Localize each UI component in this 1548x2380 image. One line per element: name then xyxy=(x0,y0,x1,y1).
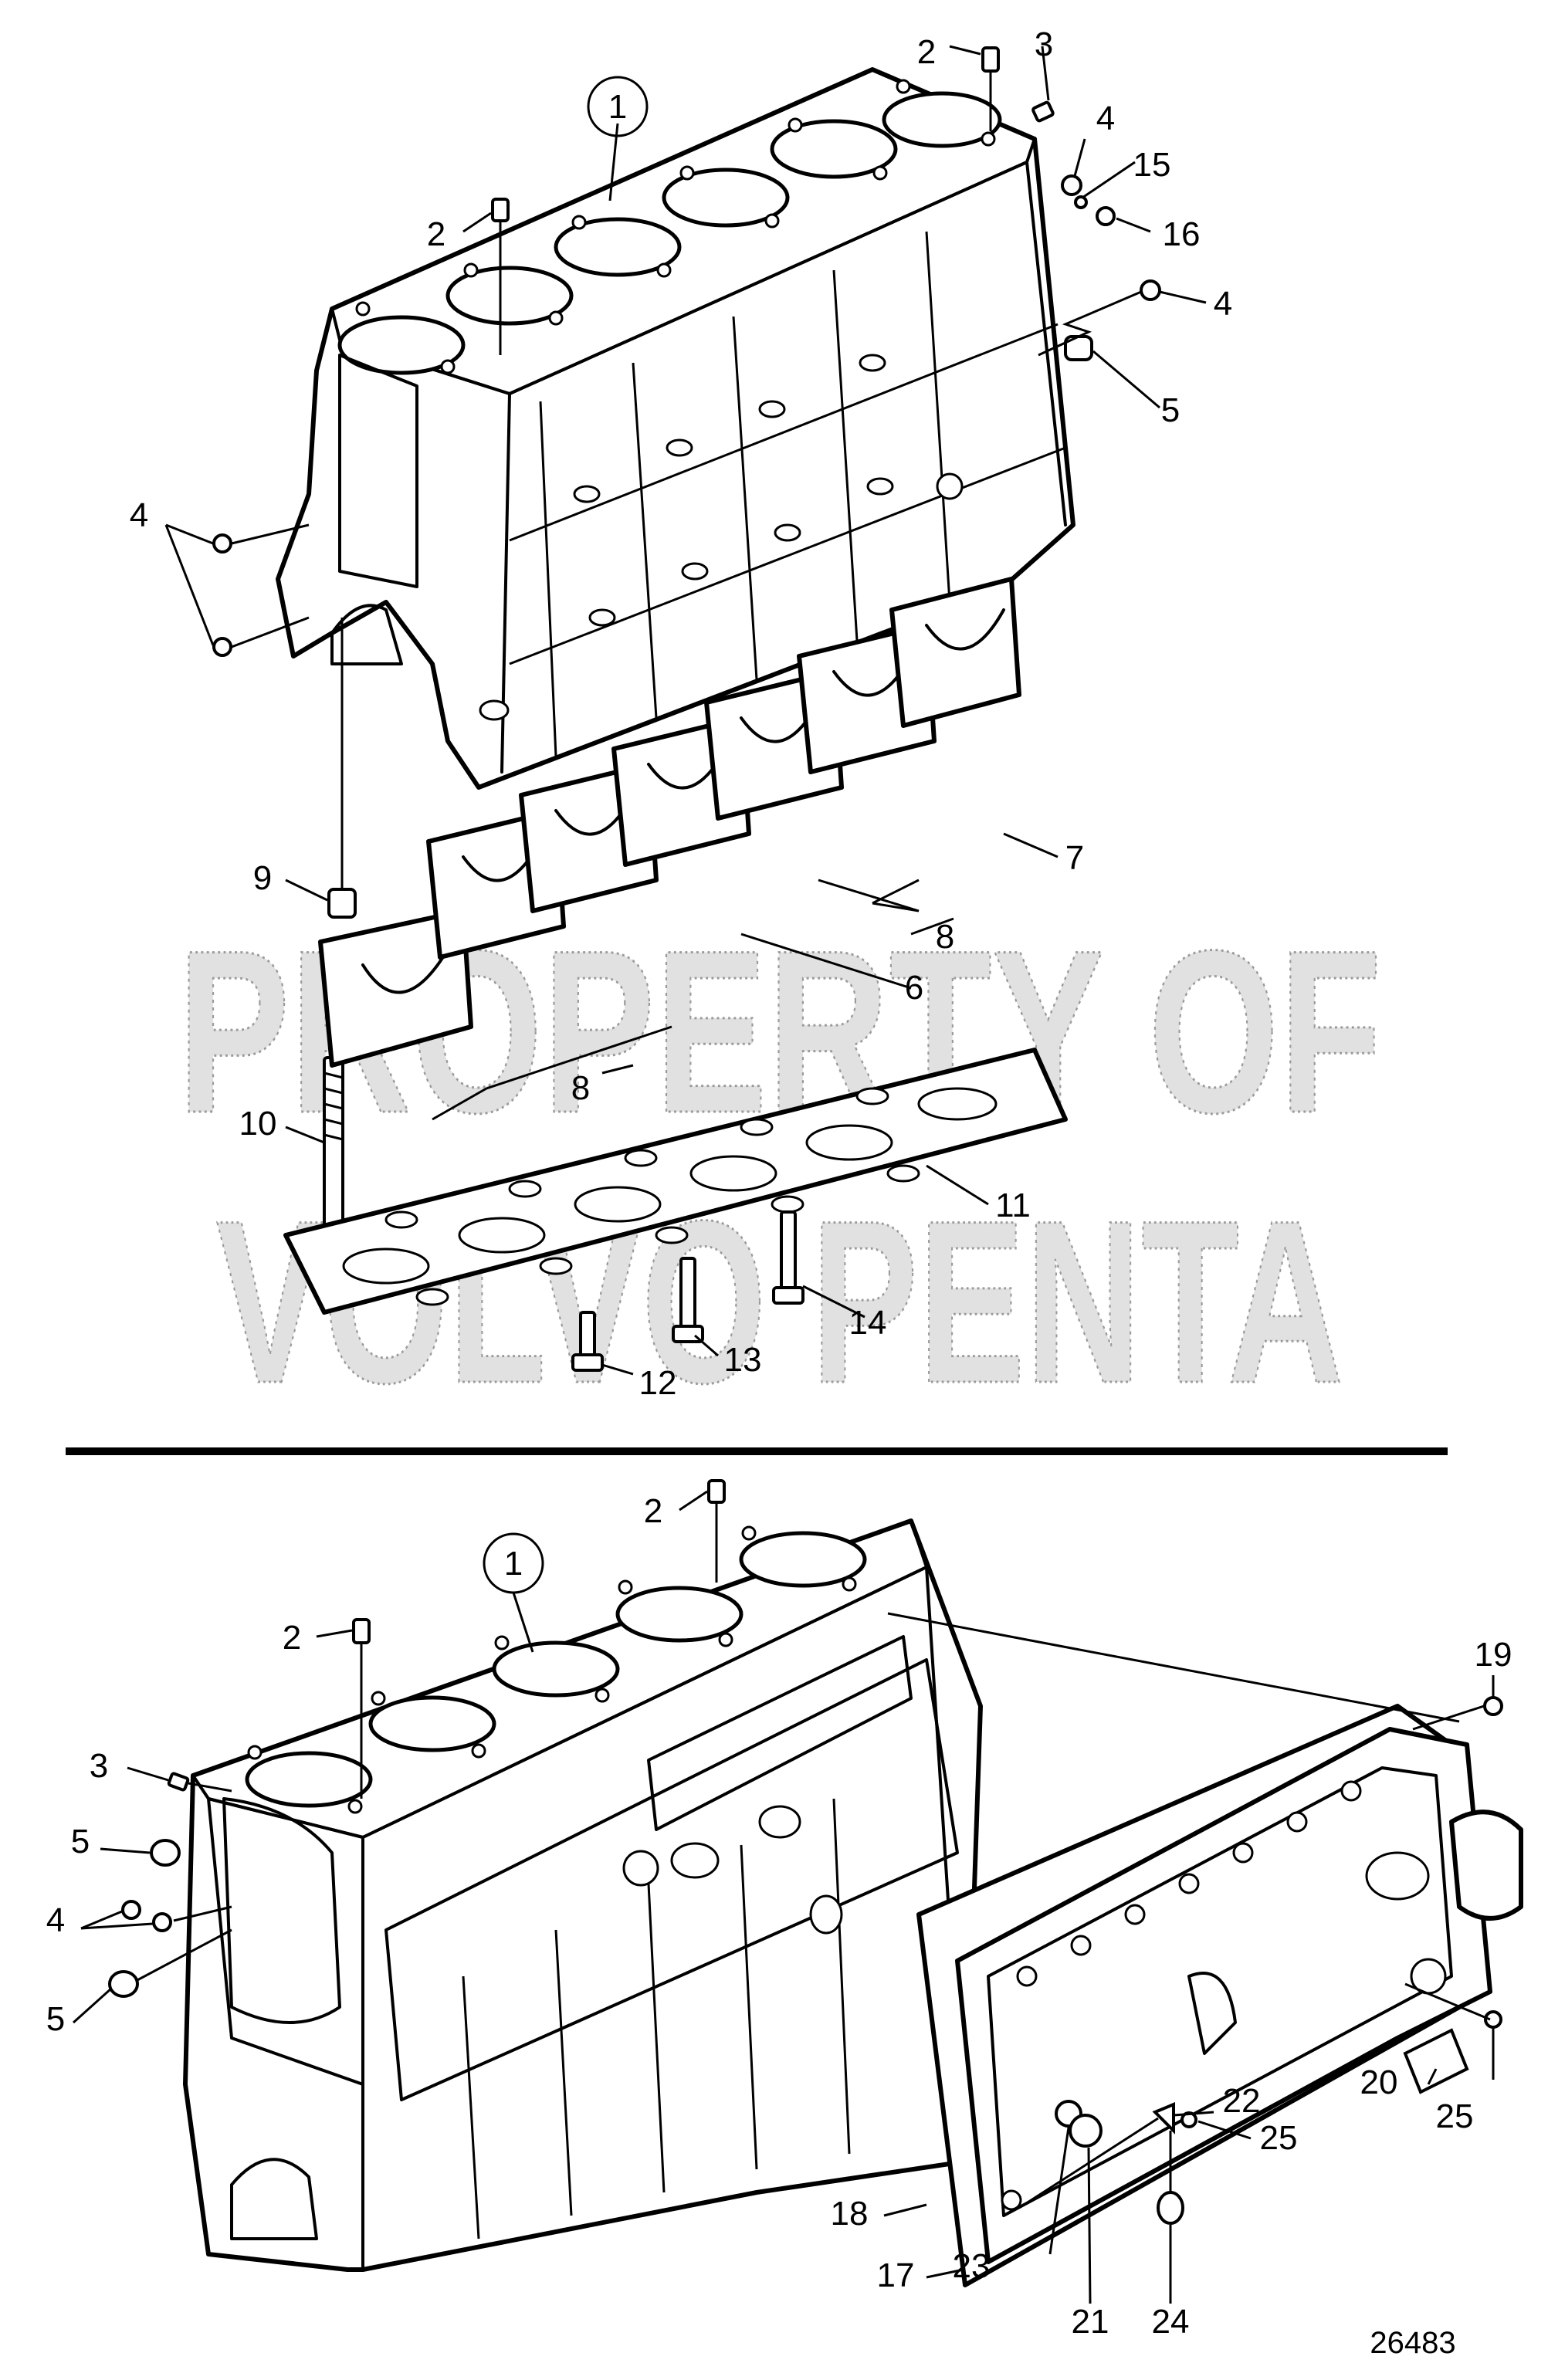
callout-bottom-1: 1 xyxy=(504,1545,523,1583)
callout-bottom-2b: 2 xyxy=(283,1619,301,1657)
callout-top-1: 1 xyxy=(608,88,627,126)
callout-top-16: 16 xyxy=(1163,215,1201,253)
callout-top-11: 11 xyxy=(995,1187,1031,1224)
top-bolts-12-14 xyxy=(571,1210,804,1372)
callout-top-2a: 2 xyxy=(917,33,936,71)
callout-top-8a: 8 xyxy=(936,918,954,956)
callout-top-5: 5 xyxy=(1161,391,1180,429)
callout-top-12: 12 xyxy=(639,1364,677,1402)
callout-bottom-25a: 25 xyxy=(1260,2119,1298,2157)
callout-bottom-25b: 25 xyxy=(1436,2097,1474,2135)
callout-bottom-18: 18 xyxy=(831,2195,869,2233)
illustration-reference-number: 26483 xyxy=(1370,2326,1455,2360)
callout-bottom-17: 17 xyxy=(877,2256,915,2294)
callout-bottom-5a: 5 xyxy=(71,1823,90,1860)
callout-top-4b: 4 xyxy=(1214,285,1232,323)
callout-top-7: 7 xyxy=(1065,839,1084,877)
callout-top-15: 15 xyxy=(1133,146,1171,184)
bottom-callouts: 1 2 2 3 5 4 5 19 18 17 22 25 20 25 23 21… xyxy=(46,1492,1512,2341)
callout-bottom-24: 24 xyxy=(1152,2303,1190,2341)
callout-bottom-22: 22 xyxy=(1223,2082,1261,2120)
callout-top-4c: 4 xyxy=(130,496,148,534)
top-gasket-plate xyxy=(283,1048,1068,1315)
callout-top-2b: 2 xyxy=(427,215,445,253)
bottom-leader-lines xyxy=(72,1490,1495,2304)
callout-bottom-4: 4 xyxy=(46,1901,65,1939)
callout-top-4a: 4 xyxy=(1096,100,1115,137)
callout-top-6: 6 xyxy=(905,969,923,1007)
top-leader-lines xyxy=(164,45,1207,1376)
top-callouts: 1 2 2 3 4 15 16 4 5 4 7 8 9 6 8 10 11 14… xyxy=(130,25,1232,1402)
callout-bottom-3: 3 xyxy=(90,1747,108,1785)
callout-bottom-23: 23 xyxy=(953,2247,991,2285)
callout-bottom-5b: 5 xyxy=(46,2000,65,2038)
callout-top-13: 13 xyxy=(724,1341,762,1379)
bottom-small-parts xyxy=(108,1479,1503,2225)
callout-top-8b: 8 xyxy=(571,1069,590,1107)
callout-bottom-20: 20 xyxy=(1360,2063,1398,2101)
callout-bottom-2a: 2 xyxy=(644,1492,662,1530)
top-cylinder-block xyxy=(276,67,1075,790)
callout-top-3: 3 xyxy=(1035,25,1053,63)
callout-bottom-19: 19 xyxy=(1475,1636,1512,1674)
bottom-cylinder-block xyxy=(183,1518,983,2272)
callout-top-10: 10 xyxy=(239,1105,277,1143)
callout-top-9: 9 xyxy=(253,859,272,897)
callout-bottom-21: 21 xyxy=(1072,2303,1109,2341)
callout-top-14: 14 xyxy=(849,1304,887,1342)
top-bearing-caps xyxy=(318,577,1021,1068)
